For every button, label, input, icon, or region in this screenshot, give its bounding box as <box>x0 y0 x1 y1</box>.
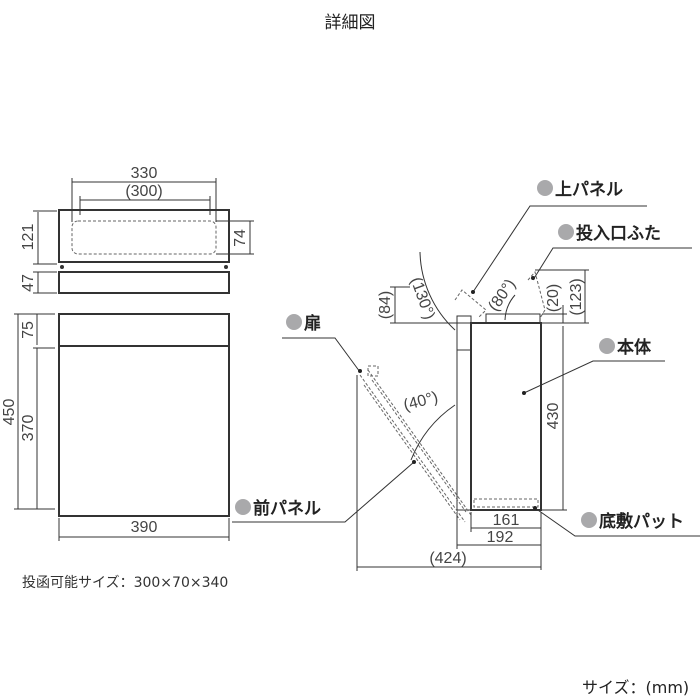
svg-text:底敷パット: 底敷パット <box>599 511 684 532</box>
dim-123: (123) <box>568 278 585 315</box>
page-title: 詳細図 <box>325 13 376 33</box>
front-view-outline <box>58 313 230 517</box>
dim-130deg: (130°) <box>407 275 438 322</box>
top-view: 330 (300) 121 74 47 <box>20 165 254 294</box>
callout-bottom-pad: 底敷パット <box>533 506 700 537</box>
dim-192: 192 <box>487 529 514 546</box>
dim-161: 161 <box>493 512 520 529</box>
dim-300: (300) <box>125 183 162 200</box>
top-lid <box>485 313 541 324</box>
callout-top-panel: 上パネル <box>471 180 647 294</box>
dim-330: 330 <box>131 165 158 182</box>
dim-370: 370 <box>20 415 37 442</box>
insert-size-note: 投函可能サイズ：300×70×340 <box>22 575 228 591</box>
svg-text:投入口ふた: 投入口ふた <box>576 223 661 244</box>
unit-note: サイズ：(mm) <box>582 678 689 697</box>
dim-424: (424) <box>429 550 466 567</box>
dim-40deg: (40°) <box>402 389 440 414</box>
callout-body: 本体 <box>522 337 665 395</box>
dim-20: (20) <box>545 284 562 312</box>
body-outline <box>470 322 542 511</box>
dim-121: 121 <box>20 224 37 251</box>
dim-430: 430 <box>545 403 562 430</box>
svg-text:本体: 本体 <box>617 337 652 358</box>
svg-text:扉: 扉 <box>304 313 321 334</box>
side-view: (130°) (80°) (40°) (84) (20) (123) 430 1… <box>232 180 700 571</box>
base-outline <box>58 271 230 294</box>
top-view-outline <box>58 209 230 263</box>
front-view: 450 370 75 390 <box>1 313 230 541</box>
svg-text:上パネル: 上パネル <box>555 180 623 200</box>
slot-outline <box>71 220 217 255</box>
callout-slot-lid: 投入口ふた <box>531 223 692 281</box>
svg-text:前パネル: 前パネル <box>253 498 321 519</box>
dim-390: 390 <box>131 519 158 536</box>
callout-door: 扉 <box>282 313 362 373</box>
dim-47: 47 <box>20 274 37 292</box>
callout-front-panel: 前パネル <box>232 460 416 523</box>
dim-450: 450 <box>1 399 18 426</box>
dim-84: (84) <box>377 291 394 319</box>
dim-75: 75 <box>20 321 37 339</box>
dim-74: 74 <box>232 229 249 247</box>
front-panel-outline <box>456 315 472 511</box>
